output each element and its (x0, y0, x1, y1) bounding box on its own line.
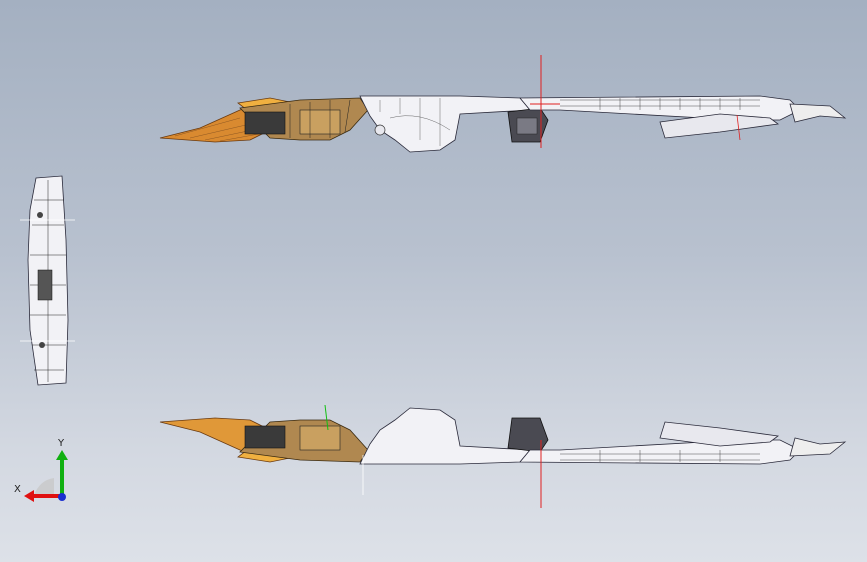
view-orientation-triad[interactable]: Y X (14, 438, 74, 510)
triad-x-label: X (14, 484, 21, 495)
triad-y-label: Y (58, 438, 65, 449)
triad-axes-icon (24, 450, 68, 502)
